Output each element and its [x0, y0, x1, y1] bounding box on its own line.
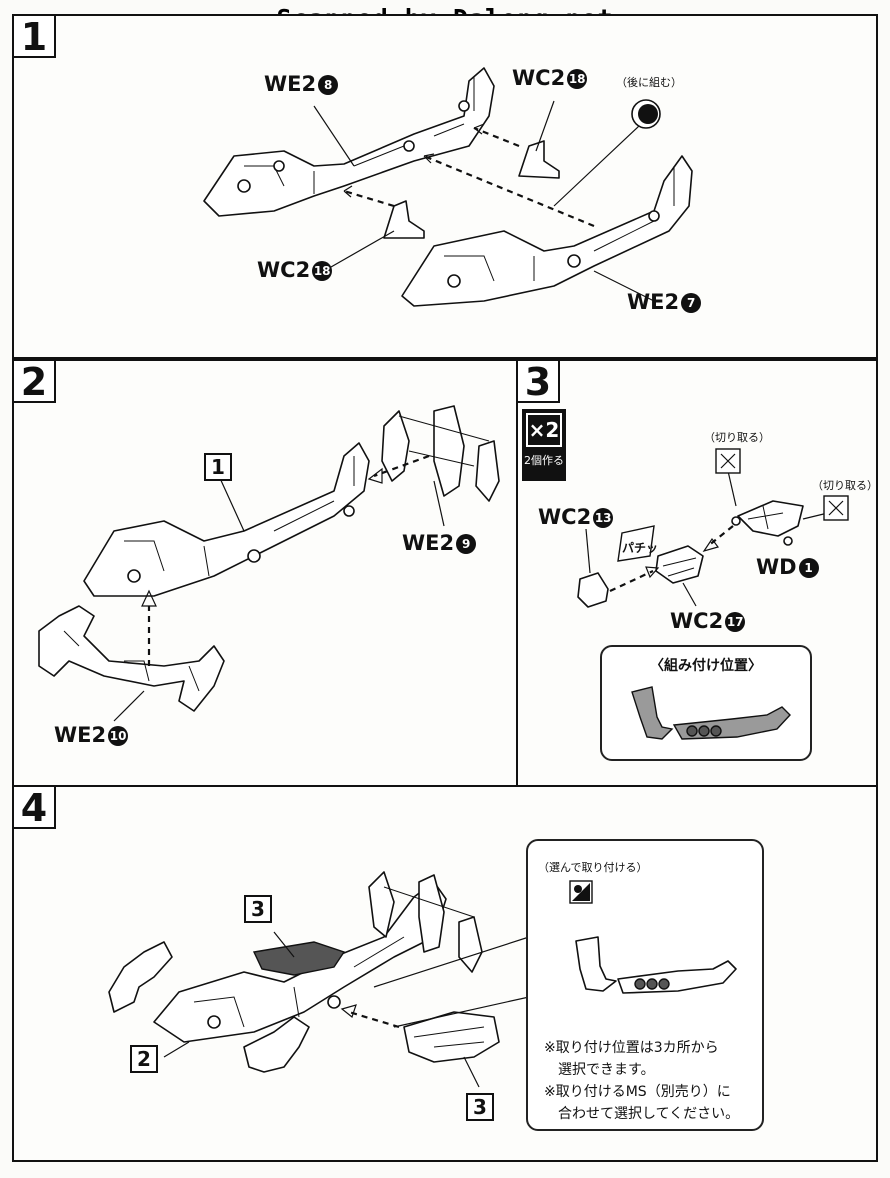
- part-number-badge: 17: [725, 612, 746, 632]
- part-number-badge: 18: [312, 261, 333, 281]
- assemble-later-note: （後に組む）: [616, 76, 682, 89]
- part-code: WE2: [54, 723, 107, 747]
- assembly-ref-box-right: 3: [466, 1093, 494, 1121]
- part-number-badge: 9: [456, 534, 477, 554]
- cut-note-1: （切り取る）: [704, 431, 770, 444]
- step-number: 3: [518, 361, 560, 403]
- part-code: WC2: [538, 505, 592, 529]
- info-line-3: ※取り付けるMS（別売り）に: [544, 1084, 731, 1100]
- part-number-badge: 10: [108, 726, 129, 746]
- part-code: WC2: [257, 258, 311, 282]
- step-1-illustration: [203, 67, 693, 307]
- part-number-badge: 1: [798, 558, 819, 578]
- step-4-panel: 4: [12, 785, 878, 1162]
- part-number-badge: 7: [681, 293, 702, 313]
- info-line-1: ※取り付け位置は3カ所から: [544, 1040, 719, 1056]
- step-3-panel: 3 ×2 2個作る: [516, 359, 878, 787]
- info-line-4: 合わせて選択してください。: [558, 1106, 740, 1122]
- make-two-badge: ×2 2個作る: [522, 409, 566, 481]
- cut-note-2: （切り取る）: [812, 479, 878, 492]
- assembly-ref-box: 1: [204, 453, 232, 481]
- selection-icon: [569, 880, 737, 994]
- selection-info-box: （選んで取り付ける） ※取り付け位置は3カ所から 選択できます。 ※取り付けるM…: [526, 839, 764, 1131]
- assembly-ref-box-left: 2: [130, 1045, 158, 1073]
- part-code: WE2: [627, 290, 680, 314]
- part-code: WC2: [670, 609, 724, 633]
- part-code: WE2: [402, 531, 455, 555]
- step-1-panel: 1: [12, 14, 878, 359]
- step-2-illustration: [38, 405, 500, 722]
- step-4-illustration: [108, 871, 530, 1088]
- part-code: WE2: [264, 72, 317, 96]
- part-code: WC2: [512, 66, 566, 90]
- multiplier-text: ×2: [526, 413, 562, 447]
- multiplier-caption: 2個作る: [524, 454, 564, 467]
- info-title: （選んで取り付ける）: [538, 861, 648, 874]
- step-number: 1: [14, 16, 56, 58]
- assembly-ref-box-top: 3: [244, 895, 272, 923]
- part-number-badge: 13: [593, 508, 614, 528]
- part-code: WD: [756, 555, 797, 579]
- position-box: 〈組み付け位置〉: [600, 645, 812, 761]
- step-number: 2: [14, 361, 56, 403]
- press-label: パチッ: [622, 541, 659, 555]
- position-title: 〈組み付け位置〉: [650, 658, 762, 674]
- part-number-badge: 18: [567, 69, 588, 89]
- step-number: 4: [14, 787, 56, 829]
- info-line-2: 選択できます。: [558, 1062, 655, 1078]
- step-3-illustration: [577, 448, 849, 608]
- position-illustration: [631, 686, 791, 740]
- part-number-badge: 8: [318, 75, 339, 95]
